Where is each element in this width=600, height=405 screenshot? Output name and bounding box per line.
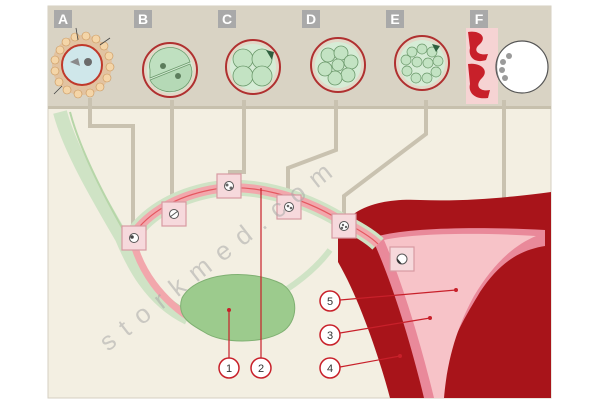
uterine-cavity xyxy=(384,233,536,398)
label-5-text: 5 xyxy=(327,296,333,308)
label-3-circle xyxy=(319,324,341,346)
stage-d-letter: D xyxy=(306,11,316,27)
leader-4 xyxy=(339,355,401,368)
stage-c-letter: C xyxy=(222,11,232,27)
stage-b-two-cell-icon xyxy=(142,42,198,98)
stage-e-morula-icon xyxy=(394,35,450,91)
label-4-text: 4 xyxy=(327,363,333,375)
stage-c-four-cell-icon xyxy=(225,39,281,95)
label-2-circle xyxy=(250,357,272,379)
label-5-circle xyxy=(319,290,341,312)
stage-b-box xyxy=(134,10,152,28)
leader-3 xyxy=(339,317,431,334)
stage-d-box xyxy=(302,10,320,28)
uterus xyxy=(338,192,551,398)
stage-a-box xyxy=(54,10,72,28)
connector-a xyxy=(88,98,135,226)
stage-d-morula-icon xyxy=(310,37,366,93)
stage-c-box xyxy=(218,10,236,28)
stage-e-letter: E xyxy=(390,11,399,27)
leader-1-dot xyxy=(227,308,231,312)
label-1-circle xyxy=(218,357,240,379)
leader-3-dot xyxy=(428,316,432,320)
leader-5 xyxy=(339,289,457,301)
stage-a-egg-icon xyxy=(50,27,115,99)
stage-b-letter: B xyxy=(138,11,148,27)
connector-e xyxy=(342,100,428,220)
stage-e-box xyxy=(386,10,404,28)
stage-f-letter: F xyxy=(475,11,484,27)
leader-4-dot xyxy=(398,354,402,358)
connector-d xyxy=(286,100,338,202)
header-divider xyxy=(48,106,551,109)
tube-position-markers xyxy=(121,173,415,272)
stage-a-letter: A xyxy=(58,11,68,27)
leader-5-dot xyxy=(454,288,458,292)
label-4-circle xyxy=(319,357,341,379)
marker-b-box xyxy=(161,201,187,227)
label-1-text: 1 xyxy=(226,363,232,375)
stage-f-blastocyst-icon xyxy=(466,28,549,104)
label-leaders xyxy=(228,188,457,368)
ovary xyxy=(180,274,296,342)
stage-f-box xyxy=(470,10,488,28)
label-2-text: 2 xyxy=(258,363,264,375)
stage-letters: A B C D E F xyxy=(54,10,488,28)
label-3-text: 3 xyxy=(327,330,333,342)
number-labels: 1 2 3 4 5 xyxy=(218,290,341,379)
